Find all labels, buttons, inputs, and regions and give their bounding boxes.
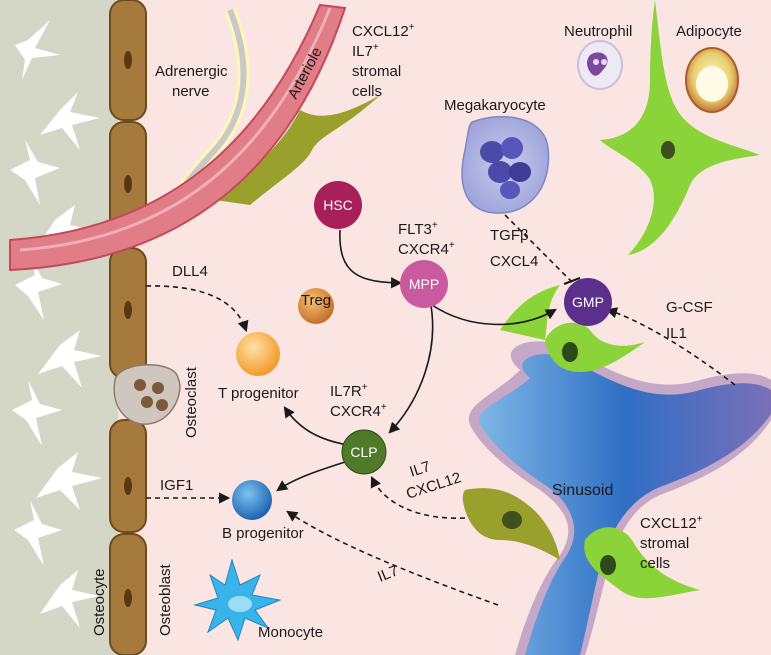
arrow-hsc-mpp [339, 229, 403, 289]
clp-cell [341, 429, 387, 475]
osteoblast-label: Osteoblast [157, 563, 174, 636]
arteriole-vessel [9, 3, 347, 272]
hsc-label: HSC [323, 197, 353, 213]
igf1-label: IGF1 [160, 477, 193, 494]
osteoclast-cell [113, 364, 181, 425]
gcsf-il1-label: G-CSF IL1 [666, 299, 717, 342]
b-progenitor-cell [232, 480, 272, 520]
monocyte-label: Monocyte [258, 624, 323, 641]
bone-region [0, 0, 118, 655]
il7-label: IL7 [375, 562, 401, 586]
arrow-clp-tprog [283, 406, 349, 446]
arrow-mpp-clp [388, 299, 434, 434]
treg-cell [298, 288, 334, 324]
clp-label: CLP [350, 444, 377, 460]
sinusoid-stromal-bottom [584, 527, 700, 599]
mpp-cell [400, 260, 448, 308]
t-progenitor-cell [236, 332, 280, 376]
megakaryocyte-cell [461, 115, 550, 214]
arrows [145, 214, 736, 606]
dll4-label: DLL4 [172, 263, 208, 280]
arrow-il7-bprog [286, 510, 499, 606]
mpp-markers: FLT3+ CXCR4+ [398, 215, 455, 258]
adipocyte-label: Adipocyte [676, 23, 742, 40]
adipocyte-cell [685, 47, 739, 113]
sinusoid-stromal-top [545, 322, 645, 372]
cxcl12-il7-stromal-label: CXCL12+ IL7+ stromal cells [352, 17, 419, 100]
megakaryocyte-label: Megakaryocyte [444, 97, 546, 114]
arrow-tgfb [504, 214, 573, 283]
monocyte-cell [193, 558, 282, 642]
neutrophil-cell [577, 40, 623, 90]
il7-cxcl12-label: IL7 CXCL12 [398, 450, 463, 503]
inhibit-bar [563, 276, 581, 286]
sinusoid-vessel [468, 341, 771, 655]
osteoclast-label: Osteoclast [183, 366, 200, 438]
arteriole-stromal-cell [215, 95, 380, 205]
osteocyte-lacunae [10, 20, 102, 628]
t-progenitor-label: T progenitor [218, 385, 299, 402]
arrow-gcsf [605, 307, 736, 386]
clp-markers: IL7R+ CXCR4+ [330, 377, 387, 420]
cxcl12-stromal-label: CXCL12+ stromal cells [640, 509, 707, 572]
gmp-label: GMP [572, 294, 604, 310]
osteocyte-label: Osteocyte [91, 568, 108, 636]
right-stromal-cell-top [600, 0, 760, 255]
arrow-mpp-gmp [431, 304, 557, 326]
treg-label: Treg [301, 292, 331, 309]
arrow-dll4 [145, 285, 249, 333]
hsc-cell [314, 181, 362, 229]
gmp-cell [564, 278, 612, 326]
b-progenitor-label: B progenitor [222, 525, 304, 542]
neutrophil-label: Neutrophil [564, 23, 632, 40]
arrow-clp-bprog [276, 461, 346, 492]
arrow-il7-cxcl12 [370, 475, 466, 519]
mpp-label: MPP [409, 276, 439, 292]
tgfb-cxcl4-label: TGFβ CXCL4 [490, 227, 538, 270]
osteoblast-column [109, 0, 147, 655]
sinusoid-label: Sinusoid [552, 482, 613, 499]
